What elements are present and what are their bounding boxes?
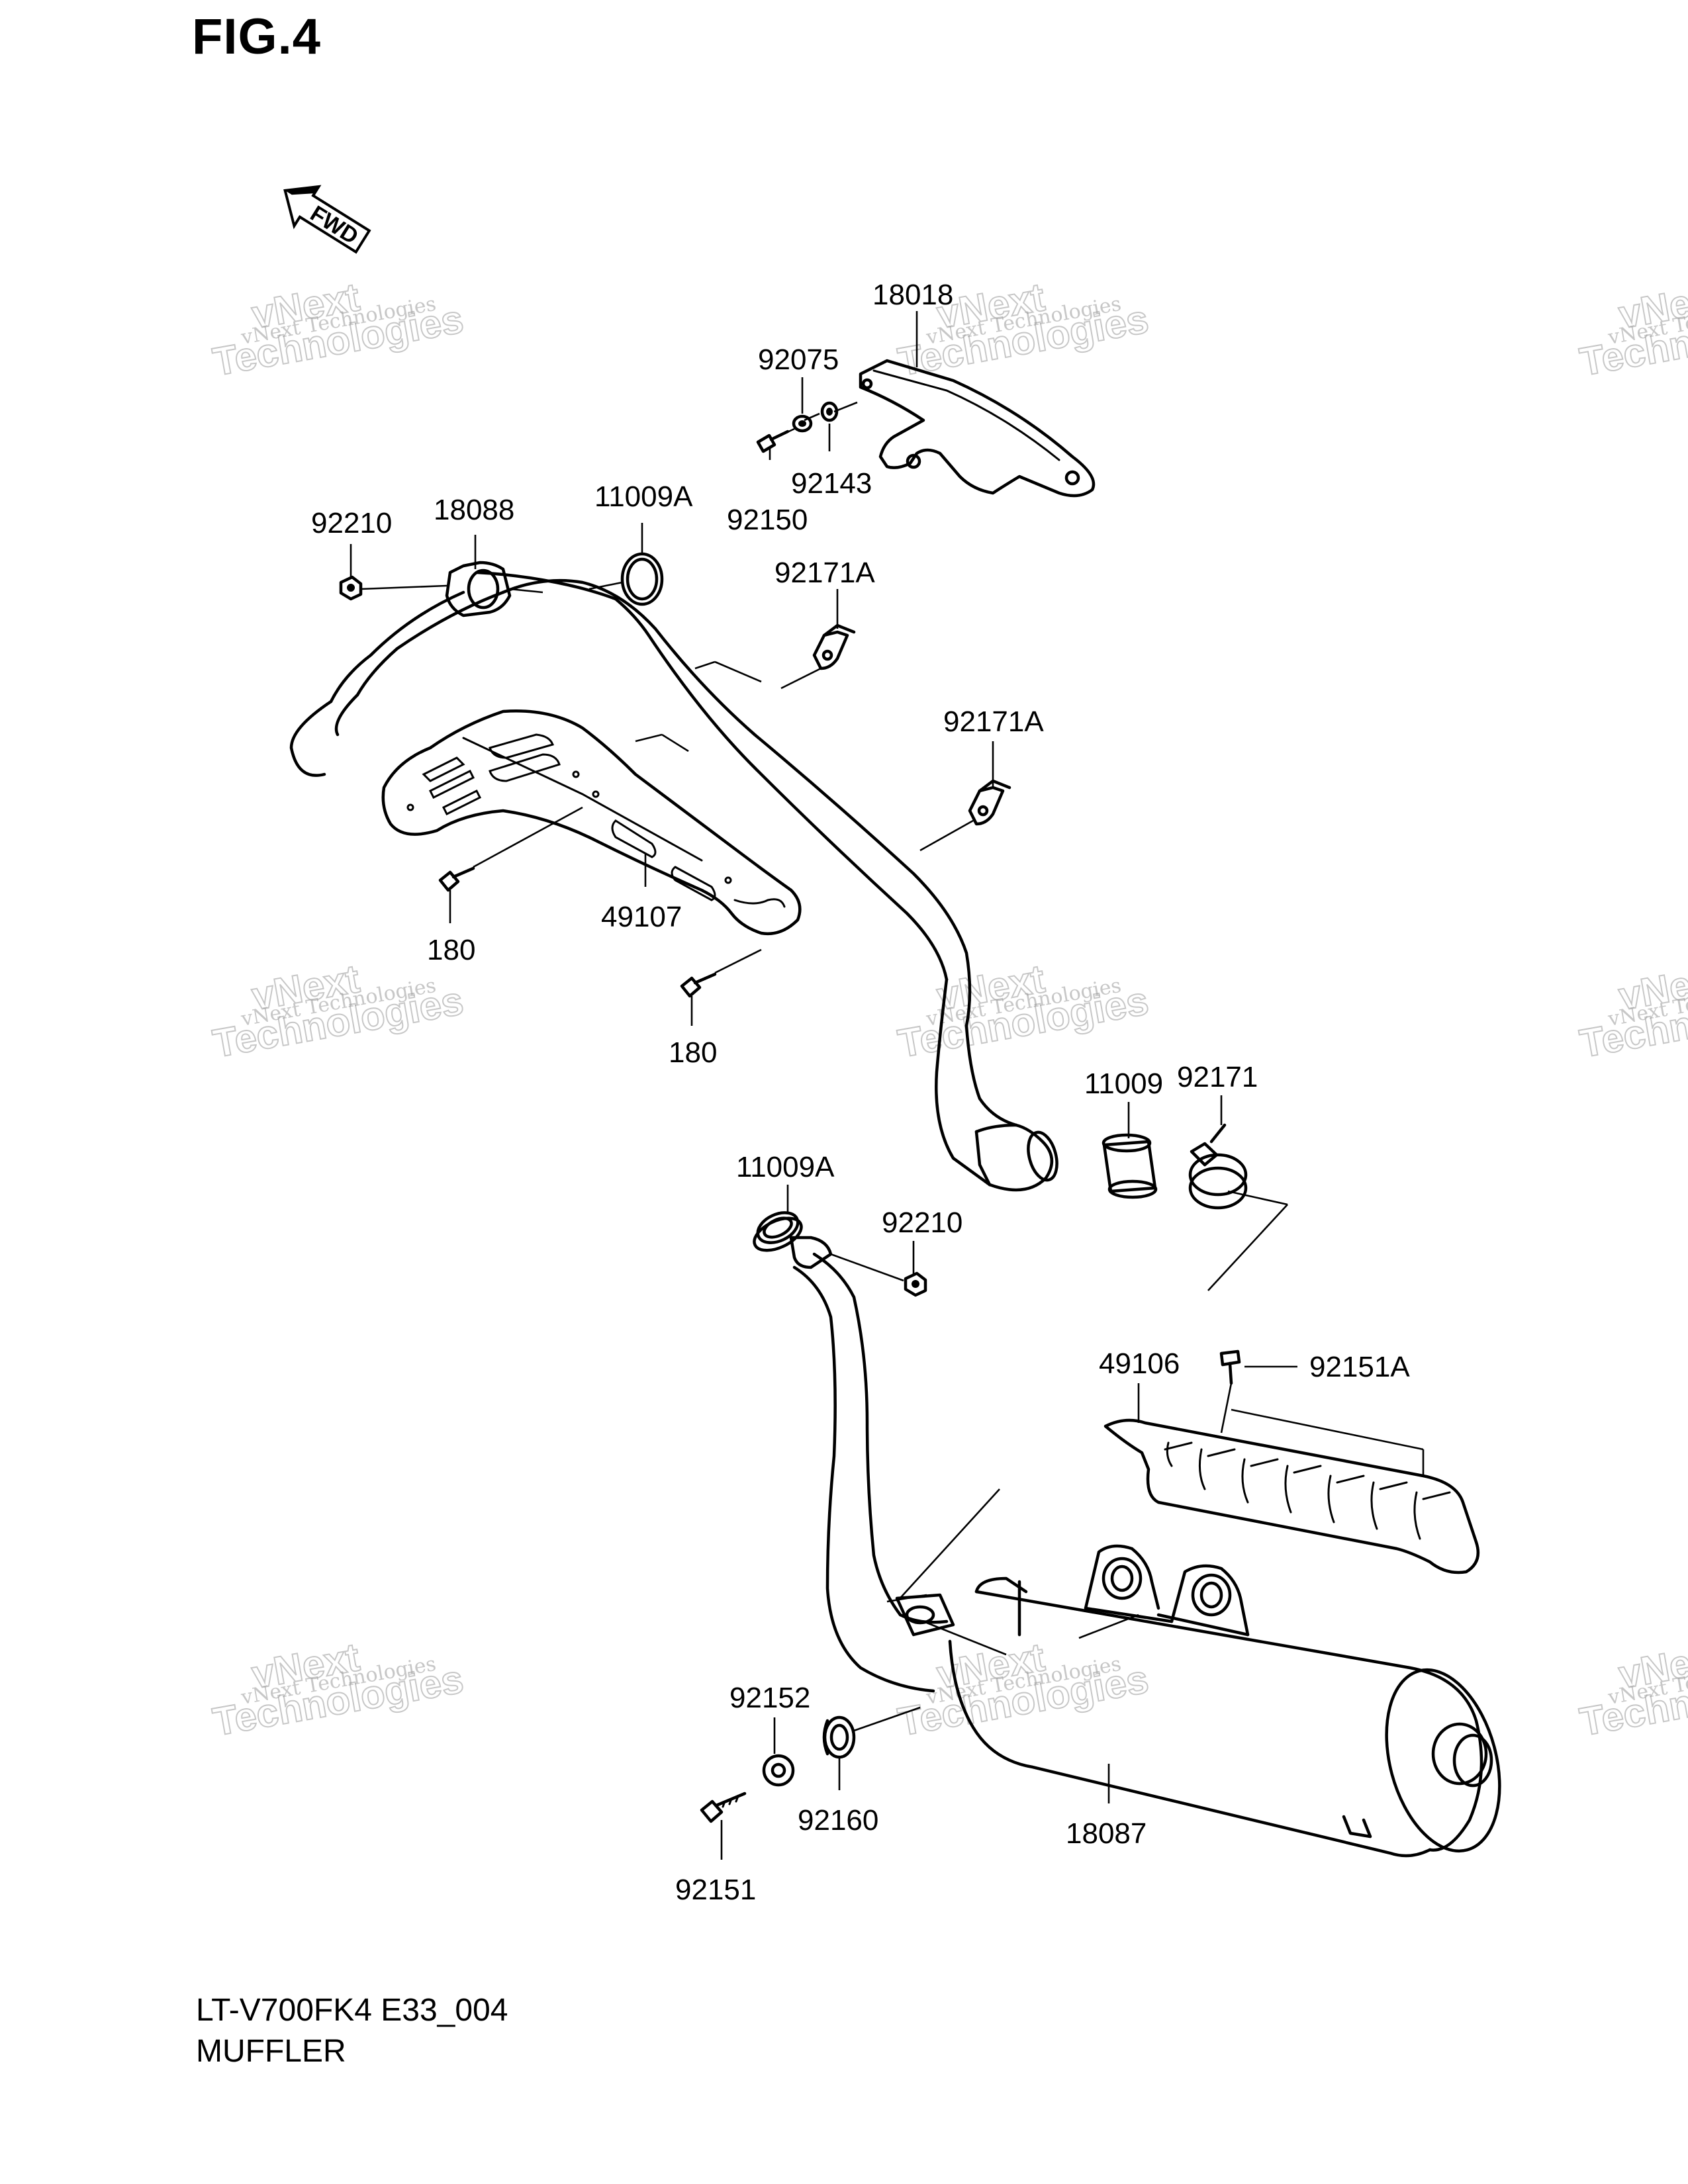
callout-92171A-a: 92171A — [774, 557, 875, 589]
part-92143-washer — [820, 401, 839, 422]
callout-92152: 92152 — [729, 1682, 810, 1714]
callout-18088: 18088 — [434, 494, 514, 526]
figure-title: FIG.4 — [192, 9, 322, 65]
fwd-arrow-icon: FWD — [283, 185, 371, 254]
part-92151-bolt — [700, 1792, 747, 1823]
callout-49106: 49106 — [1099, 1347, 1180, 1380]
part-180-bolt-a — [438, 866, 475, 892]
callout-92171: 92171 — [1177, 1061, 1258, 1093]
callout-labels: 18018 92075 92143 92150 92210 18088 1100… — [311, 279, 1410, 1906]
part-92171A-clip-b — [968, 779, 1011, 826]
callout-180-a: 180 — [427, 934, 475, 966]
callout-11009: 11009 — [1084, 1068, 1163, 1100]
part-18087-muffler — [948, 1544, 1501, 1858]
leader-lines — [350, 311, 1425, 1860]
callout-92171A-b: 92171A — [943, 705, 1044, 738]
model-code: LT-V700FK4 E33_004 — [196, 1993, 508, 2028]
callout-92150: 92150 — [727, 504, 808, 536]
callout-180-b: 180 — [669, 1036, 717, 1069]
part-92152-collar — [762, 1754, 795, 1787]
callout-18018: 18018 — [872, 279, 953, 311]
part-92160-grommet — [822, 1715, 856, 1759]
section-name: MUFFLER — [196, 2034, 346, 2069]
part-92151A-bolt — [1219, 1349, 1241, 1385]
part-180-bolt-b — [680, 972, 717, 998]
part-18088-flange — [445, 561, 512, 617]
part-92171-band-clamp — [1188, 1123, 1248, 1210]
part-92075-collar — [792, 414, 813, 433]
part-92210-nut-top — [339, 575, 363, 601]
part-49107-heat-shield — [381, 709, 802, 936]
part-18018-bracket — [859, 359, 1096, 498]
callout-92151: 92151 — [675, 1874, 756, 1906]
part-92171A-clip-a — [812, 623, 856, 670]
callout-11009A-bottom: 11009A — [736, 1151, 835, 1183]
callout-92143: 92143 — [791, 467, 872, 500]
part-11009-sleeve — [1102, 1133, 1158, 1199]
part-front-exhaust-pipe — [289, 570, 1058, 1192]
part-11009A-gasket-bottom — [753, 1216, 803, 1252]
part-11009A-gasket-top — [620, 552, 664, 606]
callout-92210-top: 92210 — [311, 507, 392, 539]
part-49106-heat-shield — [1103, 1418, 1480, 1574]
callout-49107: 49107 — [601, 901, 682, 933]
callout-92075: 92075 — [758, 343, 839, 376]
part-92150-bolt — [756, 430, 790, 453]
callout-92160: 92160 — [798, 1804, 878, 1837]
callout-11009A-top: 11009A — [594, 480, 693, 513]
callout-92151A: 92151A — [1309, 1351, 1410, 1383]
part-92210-nut-bottom — [904, 1271, 927, 1297]
callout-18087: 18087 — [1066, 1817, 1147, 1850]
callout-92210-bottom: 92210 — [882, 1206, 962, 1239]
